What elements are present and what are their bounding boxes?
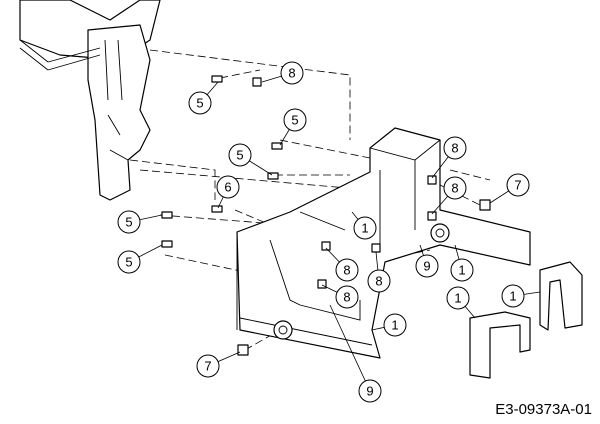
callout-number: 7 bbox=[514, 178, 521, 193]
callout-number: 1 bbox=[391, 318, 398, 333]
callout-1: 1 bbox=[446, 286, 476, 319]
callout-number: 5 bbox=[291, 113, 298, 128]
callout-1: 1 bbox=[501, 284, 541, 308]
callout-circle bbox=[117, 210, 141, 234]
callout-7: 7 bbox=[196, 351, 241, 378]
callout-7: 7 bbox=[489, 173, 530, 204]
callout-8: 8 bbox=[431, 176, 467, 215]
callout-number: 1 bbox=[361, 221, 368, 236]
callout-number: 1 bbox=[454, 291, 461, 306]
frame-part bbox=[19, 0, 161, 201]
callout-number: 1 bbox=[458, 263, 465, 278]
callout-circle bbox=[501, 284, 525, 308]
callout-circle bbox=[188, 91, 212, 115]
callout-number: 8 bbox=[375, 274, 382, 289]
callout-circle bbox=[280, 61, 304, 85]
callout-number: 9 bbox=[366, 384, 373, 399]
callout-number: 8 bbox=[451, 141, 458, 156]
callout-circle bbox=[383, 313, 407, 337]
main-bracket bbox=[236, 127, 531, 359]
callout-circle bbox=[443, 176, 467, 200]
callout-8: 8 bbox=[261, 61, 304, 85]
callout-number: 8 bbox=[451, 181, 458, 196]
drawing-id: E3-09373A-01 bbox=[495, 401, 592, 418]
callout-circle bbox=[506, 173, 530, 197]
callout-number: 5 bbox=[236, 148, 243, 163]
callout-number: 9 bbox=[423, 259, 430, 274]
callout-circle bbox=[117, 250, 141, 274]
callout-6: 6 bbox=[216, 175, 240, 209]
callout-circle bbox=[196, 354, 220, 378]
callout-circle bbox=[443, 136, 467, 160]
callout-1: 1 bbox=[351, 211, 377, 240]
callout-number: 8 bbox=[343, 263, 350, 278]
callout-circle bbox=[283, 108, 307, 132]
callout-number: 1 bbox=[509, 289, 516, 304]
callout-8: 8 bbox=[431, 136, 467, 179]
small-bracket-right bbox=[539, 261, 583, 331]
callout-number: 6 bbox=[224, 180, 231, 195]
callout-1: 1 bbox=[450, 244, 474, 282]
callout-circle bbox=[353, 216, 377, 240]
callout-8: 8 bbox=[321, 284, 359, 309]
fasteners bbox=[161, 75, 491, 356]
callout-5: 5 bbox=[117, 210, 163, 234]
callout-8: 8 bbox=[325, 247, 359, 282]
callout-number: 5 bbox=[196, 96, 203, 111]
callout-8: 8 bbox=[367, 251, 391, 293]
callout-number: 8 bbox=[343, 290, 350, 305]
callout-circle bbox=[358, 379, 382, 403]
callout-number: 8 bbox=[288, 66, 295, 81]
callout-5: 5 bbox=[228, 143, 273, 176]
callout-number: 5 bbox=[125, 255, 132, 270]
callout-circle bbox=[335, 258, 359, 282]
callout-9: 9 bbox=[329, 304, 382, 403]
callout-5: 5 bbox=[188, 81, 219, 115]
callout-1: 1 bbox=[371, 313, 407, 337]
callout-circle bbox=[216, 175, 240, 199]
leader-line bbox=[329, 304, 371, 392]
callout-circle bbox=[450, 258, 474, 282]
callout-9: 9 bbox=[415, 244, 439, 278]
callout-circle bbox=[446, 286, 470, 310]
callout-circle bbox=[415, 254, 439, 278]
callout-number: 5 bbox=[125, 215, 132, 230]
callout-circle bbox=[335, 285, 359, 309]
callout-circle bbox=[367, 269, 391, 293]
callout-5: 5 bbox=[279, 108, 307, 146]
small-bracket-left bbox=[469, 311, 531, 379]
callout-circle bbox=[228, 143, 252, 167]
callout-number: 7 bbox=[204, 359, 211, 374]
callout-5: 5 bbox=[117, 244, 163, 274]
